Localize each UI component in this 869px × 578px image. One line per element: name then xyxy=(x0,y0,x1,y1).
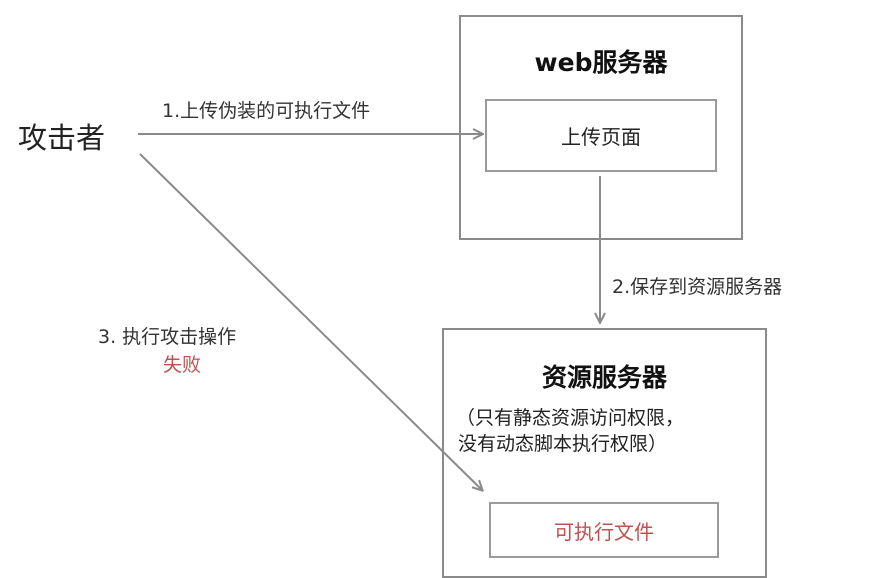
resource-server-title: 资源服务器 xyxy=(541,363,667,392)
web-server-title: web服务器 xyxy=(534,48,668,77)
web-server-box: web服务器 上传页面 xyxy=(459,15,743,240)
resource-server-box: 资源服务器 （只有静态资源访问权限， 没有动态脚本执行权限） 可执行文件 xyxy=(442,328,767,578)
arrow-attacker-to-executable xyxy=(139,153,482,490)
step1-label: 1.上传伪装的可执行文件 xyxy=(162,100,371,122)
executable-file-label: 可执行文件 xyxy=(554,519,654,544)
step3-label: 3. 执行攻击操作 xyxy=(98,326,237,348)
step2-label: 2.保存到资源服务器 xyxy=(612,276,783,298)
resource-server-note-line2: 没有动态脚本执行权限） xyxy=(458,433,668,455)
arrows-layer xyxy=(138,0,869,562)
upload-page-label: 上传页面 xyxy=(561,125,641,149)
attacker-label: 攻击者 xyxy=(18,121,106,155)
upload-page-box: 上传页面 xyxy=(485,99,717,172)
step3-result-label: 失败 xyxy=(163,354,202,376)
executable-file-box: 可执行文件 xyxy=(489,502,719,558)
resource-server-note-line1: （只有静态资源访问权限， xyxy=(456,407,685,429)
